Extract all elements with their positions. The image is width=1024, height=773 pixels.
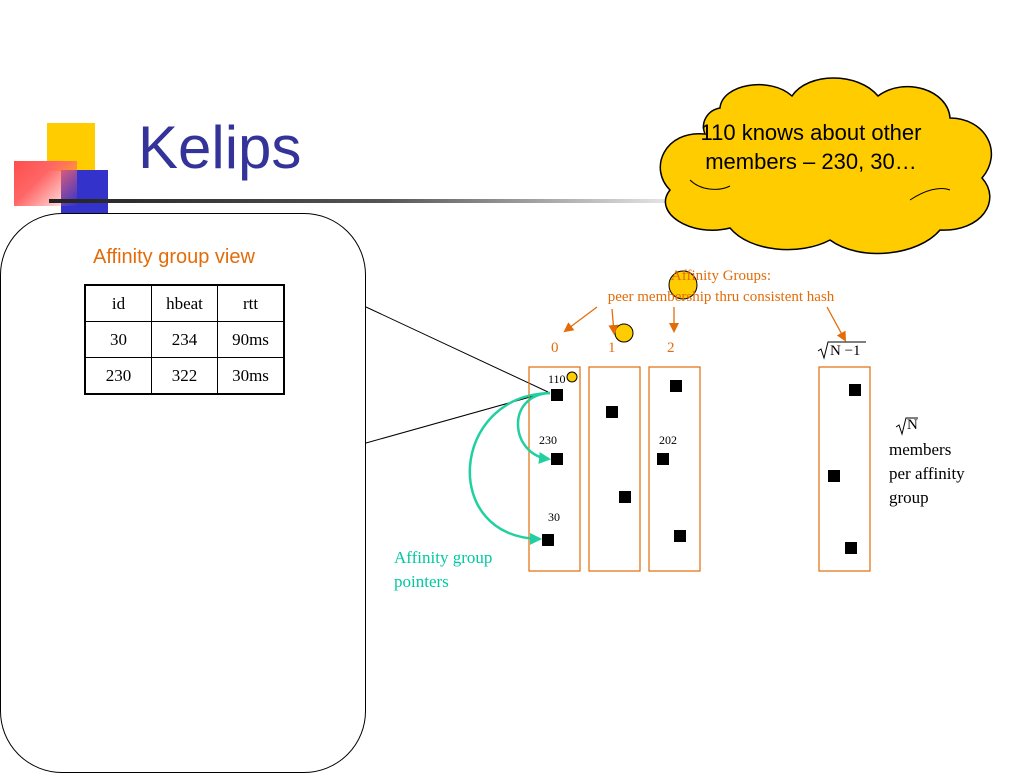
table-cell: 322 xyxy=(151,357,218,395)
view-connector-line xyxy=(365,306,549,393)
arrow-to-group-1 xyxy=(608,308,619,335)
sqrt-radical-last-group xyxy=(817,341,866,360)
per-group-line-2: per affinity xyxy=(889,464,965,483)
affinity-group-2-column xyxy=(648,366,701,572)
arrow-to-last-group xyxy=(826,306,846,342)
table-cell: 90ms xyxy=(217,321,285,358)
pointers-label-line-1: Affinity group xyxy=(394,548,493,567)
callout-cloud xyxy=(659,77,993,255)
table-row: 230 322 30ms xyxy=(84,357,285,395)
node xyxy=(606,406,618,418)
per-group-line-1: members xyxy=(889,440,952,459)
node-label-30: 30 xyxy=(548,510,560,524)
affinity-groups-title-line-1: Affinity Groups: xyxy=(670,268,772,284)
affinity-groups-title-line-2: peer membership thru consistent hash xyxy=(607,289,835,305)
affinity-group-1-column xyxy=(588,366,641,572)
members-per-group-label: members per affinity group xyxy=(889,438,965,510)
node-230 xyxy=(551,453,563,465)
logo-square-red xyxy=(14,161,77,206)
pointer-arrow-to-30 xyxy=(468,391,551,545)
node-label-202: 202 xyxy=(659,433,677,447)
affinity-groups-title: Affinity Groups: peer membership thru co… xyxy=(560,266,882,308)
table-cell: 234 xyxy=(151,321,218,358)
affinity-group-last-column xyxy=(818,366,871,572)
group-label-2: 2 xyxy=(667,340,675,356)
table-row: 30 234 90ms xyxy=(84,321,285,358)
node xyxy=(845,542,857,554)
callout-text: 110 knows about other members – 230, 30… xyxy=(700,120,922,174)
group-label-0: 0 xyxy=(551,340,559,356)
pointer-arrow-to-230 xyxy=(516,391,551,464)
node-label-110: 110 xyxy=(548,372,566,386)
node xyxy=(670,380,682,392)
pointers-label-line-2: pointers xyxy=(394,572,449,591)
affinity-group-0-column xyxy=(528,366,581,572)
hash-marker xyxy=(614,323,634,343)
hash-marker-110 xyxy=(566,371,578,383)
table-header-row: id hbeat rtt xyxy=(84,284,285,322)
affinity-group-table: id hbeat rtt 30 234 90ms 230 322 30ms xyxy=(84,284,285,395)
per-group-line-3: group xyxy=(889,488,929,507)
sqrt-n-label: N xyxy=(907,417,918,433)
table-cell: 30ms xyxy=(217,357,285,395)
table-cell: 30 xyxy=(84,321,152,358)
column-header-hbeat: hbeat xyxy=(151,284,218,322)
node xyxy=(619,491,631,503)
node-label-230: 230 xyxy=(539,433,557,447)
title-divider xyxy=(49,199,719,203)
affinity-group-pointers-label: Affinity group pointers xyxy=(394,546,492,594)
node-110 xyxy=(551,389,563,401)
node xyxy=(674,530,686,542)
node xyxy=(828,470,840,482)
node xyxy=(849,384,861,396)
slide-title: Kelips xyxy=(138,114,302,181)
affinity-group-view-heading: Affinity group view xyxy=(93,246,255,268)
sqrt-radical-members xyxy=(895,417,918,436)
group-label-1: 1 xyxy=(608,340,616,356)
node-30 xyxy=(542,534,554,546)
table-cell: 230 xyxy=(84,357,152,395)
last-group-label: N −1 xyxy=(830,343,861,359)
node-202 xyxy=(657,453,669,465)
hash-marker xyxy=(668,270,698,300)
arrow-to-group-0 xyxy=(563,306,598,333)
